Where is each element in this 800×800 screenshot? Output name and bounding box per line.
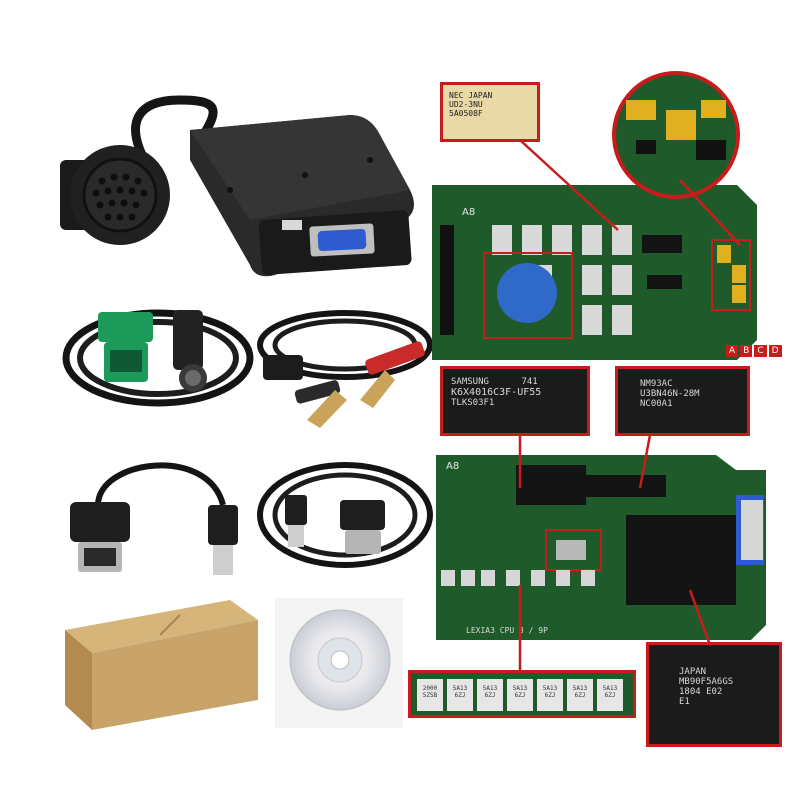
usb-icon (208, 505, 238, 575)
box-icon (65, 600, 258, 730)
relay: 5A13 6ZJ (537, 679, 563, 711)
capacitor-zoom-callout (612, 71, 740, 199)
relay-line2: 6ZJ (604, 692, 616, 699)
relay-line1: 5A13 (602, 685, 618, 692)
fujitsu-line3: 1804 E02 (679, 687, 723, 697)
version-letter-a: A (726, 345, 739, 357)
nec-line3: 5A0508F (449, 109, 483, 118)
samsung-chip-callout: SAMSUNG 741 K6X4016C3F-UF55 TLKS03F1 (440, 366, 590, 436)
serial-usb-cable (70, 462, 238, 575)
relay-line2: 6ZJ (574, 692, 586, 699)
db9-connector (70, 502, 130, 572)
nec-chip-callout: NEC JAPAN UD2-3NU 5A0508F (440, 82, 540, 142)
relay: 5A13 6ZJ (477, 679, 503, 711)
vga-port (309, 223, 375, 257)
relay-line1: 5A13 (482, 685, 498, 692)
version-letters: A B C D (726, 345, 782, 357)
fujitsu-line1: JAPAN (679, 667, 707, 677)
db9-connector (340, 500, 385, 554)
black-clip-icon (294, 380, 347, 428)
cd-icon (289, 609, 391, 711)
obd-connector-green (98, 312, 153, 382)
usb-serial-cable (257, 462, 433, 568)
nec-line2: UD2-3NU (449, 100, 483, 109)
bottom-pcb-board: A8 LEXIA3 CPU 3 / 9P (436, 455, 766, 640)
nm-line2: U3BN46N-28M (640, 389, 700, 399)
relay: 2000 5ZSB (417, 679, 443, 711)
usb-plug (285, 495, 307, 547)
device-cable (131, 95, 218, 173)
board-top-tag: A8 (462, 207, 475, 218)
relay-line2: 5ZSB (422, 692, 438, 699)
fujitsu-line2: MB90F5A6GS (679, 677, 734, 687)
top-pcb-board: A8 (432, 185, 757, 360)
nm-chip-callout: NM93AC U3BN46N-28M NC00A1 (615, 366, 750, 436)
board-bottom-tag: A8 (446, 461, 459, 472)
relay-line2: 6ZJ (484, 692, 496, 699)
buzzer (497, 263, 557, 323)
fujitsu-chip-callout: JAPAN MB90F5A6GS 1804 E02 E1 (646, 642, 782, 747)
nm-line3: NC00A1 (640, 399, 673, 409)
relay: 5A13 6ZJ (597, 679, 623, 711)
relay-line1: 5A13 (452, 685, 468, 692)
relays-callout: 2000 5ZSB 5A13 6ZJ 5A13 6ZJ 5A13 6ZJ 5A1… (408, 670, 636, 718)
red-clip-icon (360, 341, 425, 408)
version-letter-d: D (768, 345, 782, 357)
relay-line1: 5A13 (572, 685, 588, 692)
power-clip-cable (257, 310, 433, 428)
samsung-line1: SAMSUNG 741 (451, 377, 538, 387)
relay-line1: 5A13 (542, 685, 558, 692)
relay: 5A13 6ZJ (447, 679, 473, 711)
relay-line2: 6ZJ (544, 692, 556, 699)
version-letter-b: B (740, 345, 753, 357)
samsung-line2: K6X4016C3F-UF55 (451, 387, 542, 398)
relay-line2: 6ZJ (454, 692, 466, 699)
version-letter-c: C (754, 345, 767, 357)
fujitsu-line4: E1 (679, 697, 690, 707)
round-connector (60, 145, 170, 245)
diagnostic-device (60, 95, 414, 277)
obd-cable (62, 309, 254, 407)
samsung-line3: TLKS03F1 (451, 398, 495, 408)
relay-line1: 2000 (422, 685, 438, 692)
relay-line1: 5A13 (512, 685, 528, 692)
relay: 5A13 6ZJ (507, 679, 533, 711)
relay: 5A13 6ZJ (567, 679, 593, 711)
nec-line1: NEC JAPAN (449, 91, 493, 100)
round-plug (173, 310, 207, 392)
board-bottom-silkscreen: LEXIA3 CPU 3 / 9P (466, 626, 548, 635)
nm-line1: NM93AC (640, 379, 673, 389)
relay-line2: 6ZJ (514, 692, 526, 699)
